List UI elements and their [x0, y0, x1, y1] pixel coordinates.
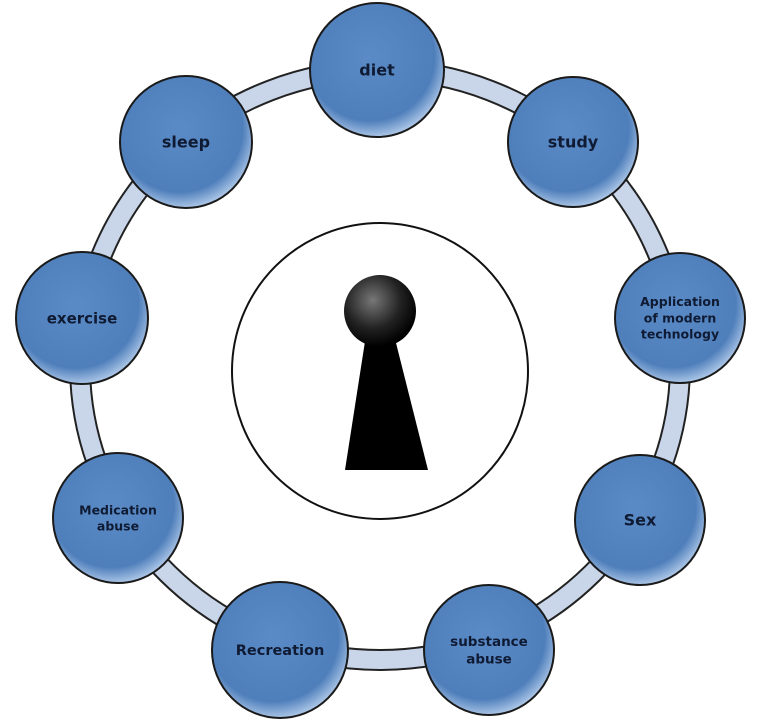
node-sleep: sleep: [119, 75, 253, 209]
node-circle: [423, 584, 555, 716]
node-study: study: [507, 76, 639, 208]
node-label: Application: [640, 294, 720, 309]
node-medication-abuse: Medication abuse: [52, 452, 184, 584]
node-label: Medication: [79, 502, 157, 517]
node-circle: [507, 76, 639, 208]
node-label: of modern: [644, 310, 716, 325]
node-circle: [119, 75, 253, 209]
node-label: substance: [450, 634, 528, 650]
node-label: technology: [641, 327, 719, 342]
node-label: Recreation: [236, 643, 325, 659]
node-circle: [309, 2, 445, 138]
node-label: sleep: [162, 133, 210, 152]
keyhole-icon: [344, 275, 428, 470]
node-label: study: [548, 133, 599, 152]
node-label: exercise: [47, 309, 118, 327]
node-circle: [15, 251, 149, 385]
node-label: abuse: [97, 519, 139, 534]
node-exercise: exercise: [15, 251, 149, 385]
node-circle: [211, 581, 349, 719]
node-label: Sex: [624, 511, 657, 530]
node-label: abuse: [466, 652, 512, 668]
node-recreation: Recreation: [211, 581, 349, 719]
node-label: diet: [359, 61, 395, 80]
node-circle: [52, 452, 184, 584]
node-substance-abuse: substance abuse: [423, 584, 555, 716]
node-circle: [574, 454, 706, 586]
node-circle: [614, 252, 746, 384]
node-diet: diet: [309, 2, 445, 138]
node-sex: Sex: [574, 454, 706, 586]
